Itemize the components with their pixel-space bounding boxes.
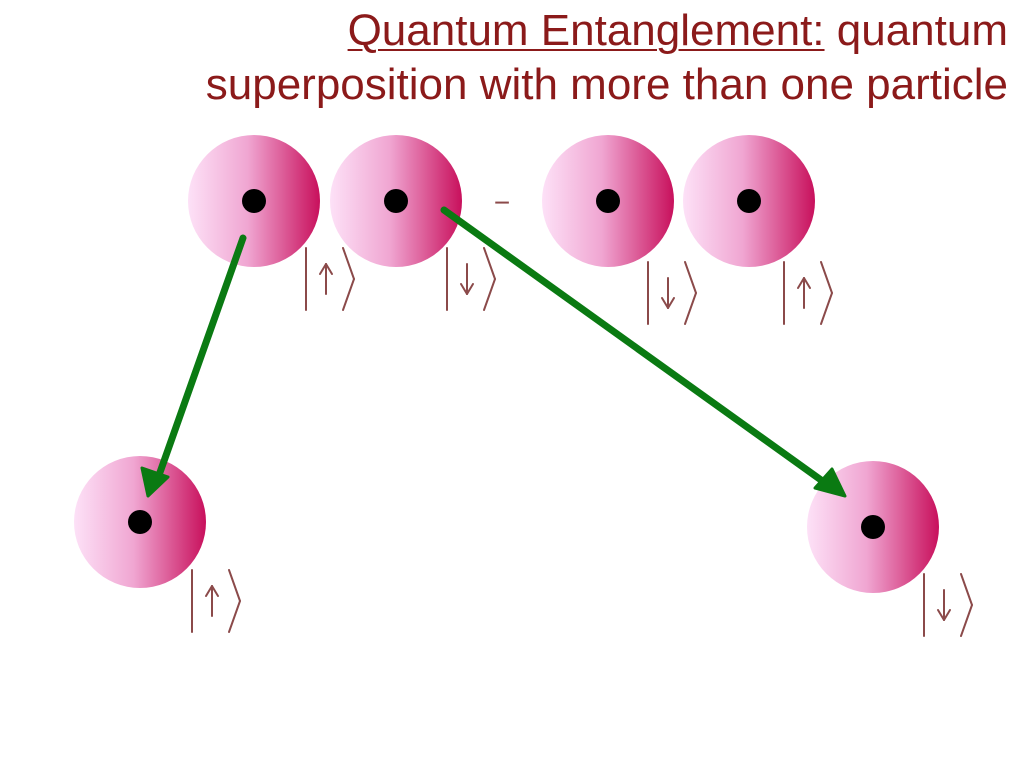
ket-bottom-left [192, 570, 240, 632]
particle-dot [861, 515, 885, 539]
particle-top-4 [683, 135, 815, 267]
ket-bracket [229, 570, 240, 601]
particle-dot [242, 189, 266, 213]
particle-bottom-left [74, 456, 206, 588]
ket-bracket [343, 279, 354, 310]
ket-bracket [685, 262, 696, 293]
minus-operator: − [494, 187, 510, 218]
particle-top-2 [330, 135, 462, 267]
ket-bracket [961, 574, 972, 605]
ket-bracket [821, 293, 832, 324]
ket-bracket [961, 605, 972, 636]
particle-dot [384, 189, 408, 213]
ket-bottom-right [924, 574, 972, 636]
ket-bracket [484, 248, 495, 279]
particle-top-3 [542, 135, 674, 267]
ket-bracket [685, 293, 696, 324]
particle-dot [737, 189, 761, 213]
ket-top-1 [306, 248, 354, 310]
ket-bracket [343, 248, 354, 279]
ket-bracket [484, 279, 495, 310]
arrow-left-particle-to-bottom-left [142, 238, 243, 496]
particle-top-1 [188, 135, 320, 267]
particle-dot [596, 189, 620, 213]
ket-top-4 [784, 262, 832, 324]
ket-top-3 [648, 262, 696, 324]
particle-dot [128, 510, 152, 534]
ket-bracket [229, 601, 240, 632]
ket-bracket [821, 262, 832, 293]
ket-top-2 [447, 248, 495, 310]
